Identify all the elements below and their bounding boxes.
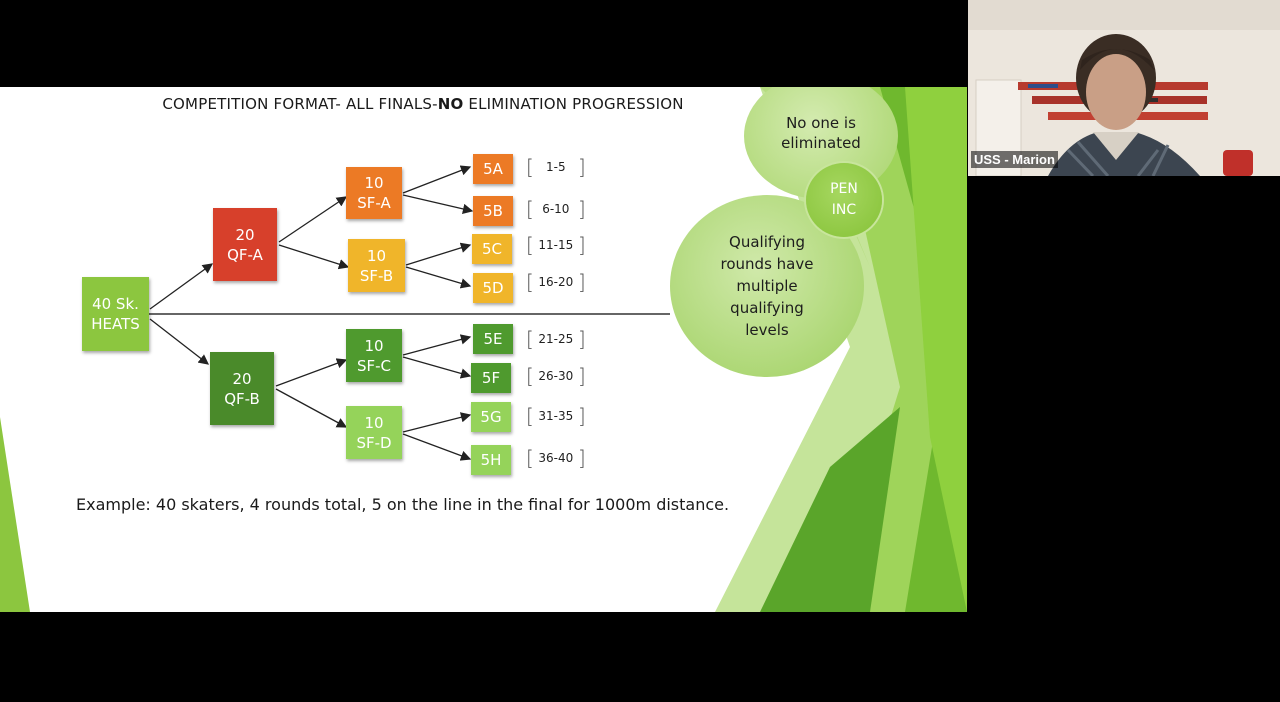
placing-range: [16-20] (526, 270, 586, 294)
placing-range: [21-25] (526, 327, 586, 351)
example-caption: Example: 40 skaters, 4 rounds total, 5 o… (76, 495, 730, 514)
final-5a-box: 5A (473, 154, 513, 184)
participant-video-feed (968, 0, 1280, 176)
presentation-slide: COMPETITION FORMAT- ALL FINALS-NO ELIMIN… (0, 87, 967, 612)
final-5g-box: 5G (471, 402, 511, 432)
bracket-connectors (148, 165, 670, 461)
quarterfinal-b-box: 20 QF-B (210, 352, 274, 425)
participant-video-tile[interactable]: USS - Marion (968, 0, 1280, 176)
final-5c-box: 5C (472, 234, 512, 264)
quarterfinal-a-box: 20 QF-A (213, 208, 277, 281)
semifinal-b-box: 10 SF-B (348, 239, 405, 292)
placing-range: [31-35] (526, 404, 586, 428)
placing-range: [6-10] (526, 197, 586, 221)
final-5b-box: 5B (473, 196, 513, 226)
final-5h-box: 5H (471, 445, 511, 475)
pen-inc-bubble: PEN INC (806, 163, 882, 237)
semifinal-d-box: 10 SF-D (346, 406, 402, 459)
placing-range: [36-40] (526, 446, 586, 470)
semifinal-a-box: 10 SF-A (346, 167, 402, 219)
slide-title: COMPETITION FORMAT- ALL FINALS-NO ELIMIN… (162, 95, 684, 113)
final-5d-box: 5D (473, 273, 513, 303)
semifinal-c-box: 10 SF-C (346, 329, 402, 382)
heats-label: HEATS (91, 315, 140, 333)
participant-name-label: USS - Marion (971, 151, 1058, 168)
final-5f-box: 5F (471, 363, 511, 393)
heats-count: 40 Sk. (92, 295, 139, 313)
slide-background-graphic (0, 87, 967, 612)
placing-range: [1-5] (526, 155, 586, 179)
placing-range: [11-15] (526, 233, 586, 257)
final-5e-box: 5E (473, 324, 513, 354)
heats-box: 40 Sk. HEATS (82, 277, 149, 351)
placing-range: [26-30] (526, 364, 586, 388)
